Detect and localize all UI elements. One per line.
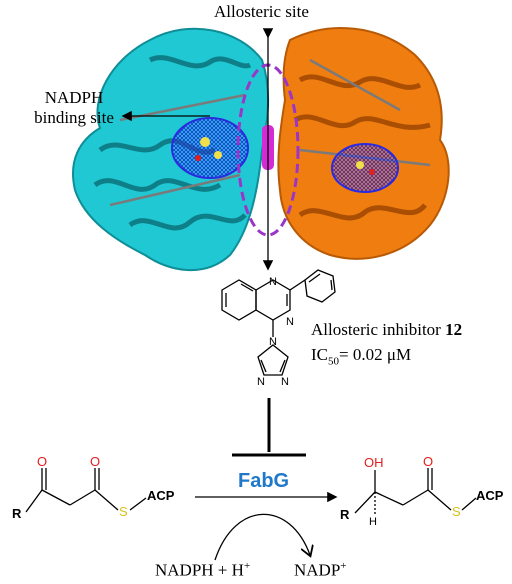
inhibitor-number: 12 xyxy=(445,320,463,339)
cofactor-out-label: NADP+ xyxy=(294,560,347,581)
inhibitor-name: Allosteric inhibitor xyxy=(311,320,441,339)
product-acp: ACP xyxy=(476,488,504,503)
inhibitor-structure xyxy=(221,269,336,376)
substrate-r: R xyxy=(12,506,22,521)
inhibitor-atom: N xyxy=(286,316,294,328)
substrate-acp: ACP xyxy=(147,488,175,503)
cofactor-out-sup: + xyxy=(340,560,347,572)
inhibitor-atoms: N N N N N xyxy=(257,276,294,388)
product-r: R xyxy=(340,507,350,522)
enzyme-label: FabG xyxy=(238,470,290,492)
inhibitor-atom: N xyxy=(269,276,277,288)
substrate-oxygen-1: O xyxy=(37,454,48,469)
substrate-oxygen-2: O xyxy=(90,454,101,469)
ic50-label: IC50= 0.02 μM xyxy=(311,345,411,367)
product-oxygen: O xyxy=(423,454,434,469)
nadph-label-line2: binding site xyxy=(34,108,114,127)
inhibitor-name-label: Allosteric inhibitor 12 xyxy=(311,320,462,340)
product-structure xyxy=(354,468,477,515)
nadph-label-line1: NADPH xyxy=(44,88,104,107)
product-sulfur: S xyxy=(452,504,461,519)
protein-monomer-a xyxy=(72,27,270,271)
cofactor-arrow xyxy=(214,513,310,561)
inhibitor-atom: N xyxy=(269,336,277,348)
allosteric-site-label: Allosteric site xyxy=(214,2,309,21)
product-hydrogen: H xyxy=(369,516,377,528)
nadph-binding-site-label: NADPH binding site xyxy=(22,88,126,128)
inhibitor-atom: N xyxy=(281,376,289,388)
ic50-prefix: IC xyxy=(311,345,328,364)
cofactor-in-label: NADPH + H+ xyxy=(155,560,250,581)
ic50-sub: 50 xyxy=(328,355,339,368)
cofactor-in-sup: + xyxy=(243,560,251,572)
substrate-structure xyxy=(25,468,147,513)
product-hydroxyl: OH xyxy=(364,455,384,470)
nadph-mesh-right xyxy=(331,143,399,193)
substrate-sulfur: S xyxy=(119,504,128,519)
inhibitor-atom: N xyxy=(257,376,265,388)
cofactor-out: NADP xyxy=(294,560,341,580)
nadph-mesh-left xyxy=(171,117,249,179)
ic50-value: = 0.02 μM xyxy=(339,345,412,364)
cofactor-in: NADPH + H xyxy=(155,560,244,580)
